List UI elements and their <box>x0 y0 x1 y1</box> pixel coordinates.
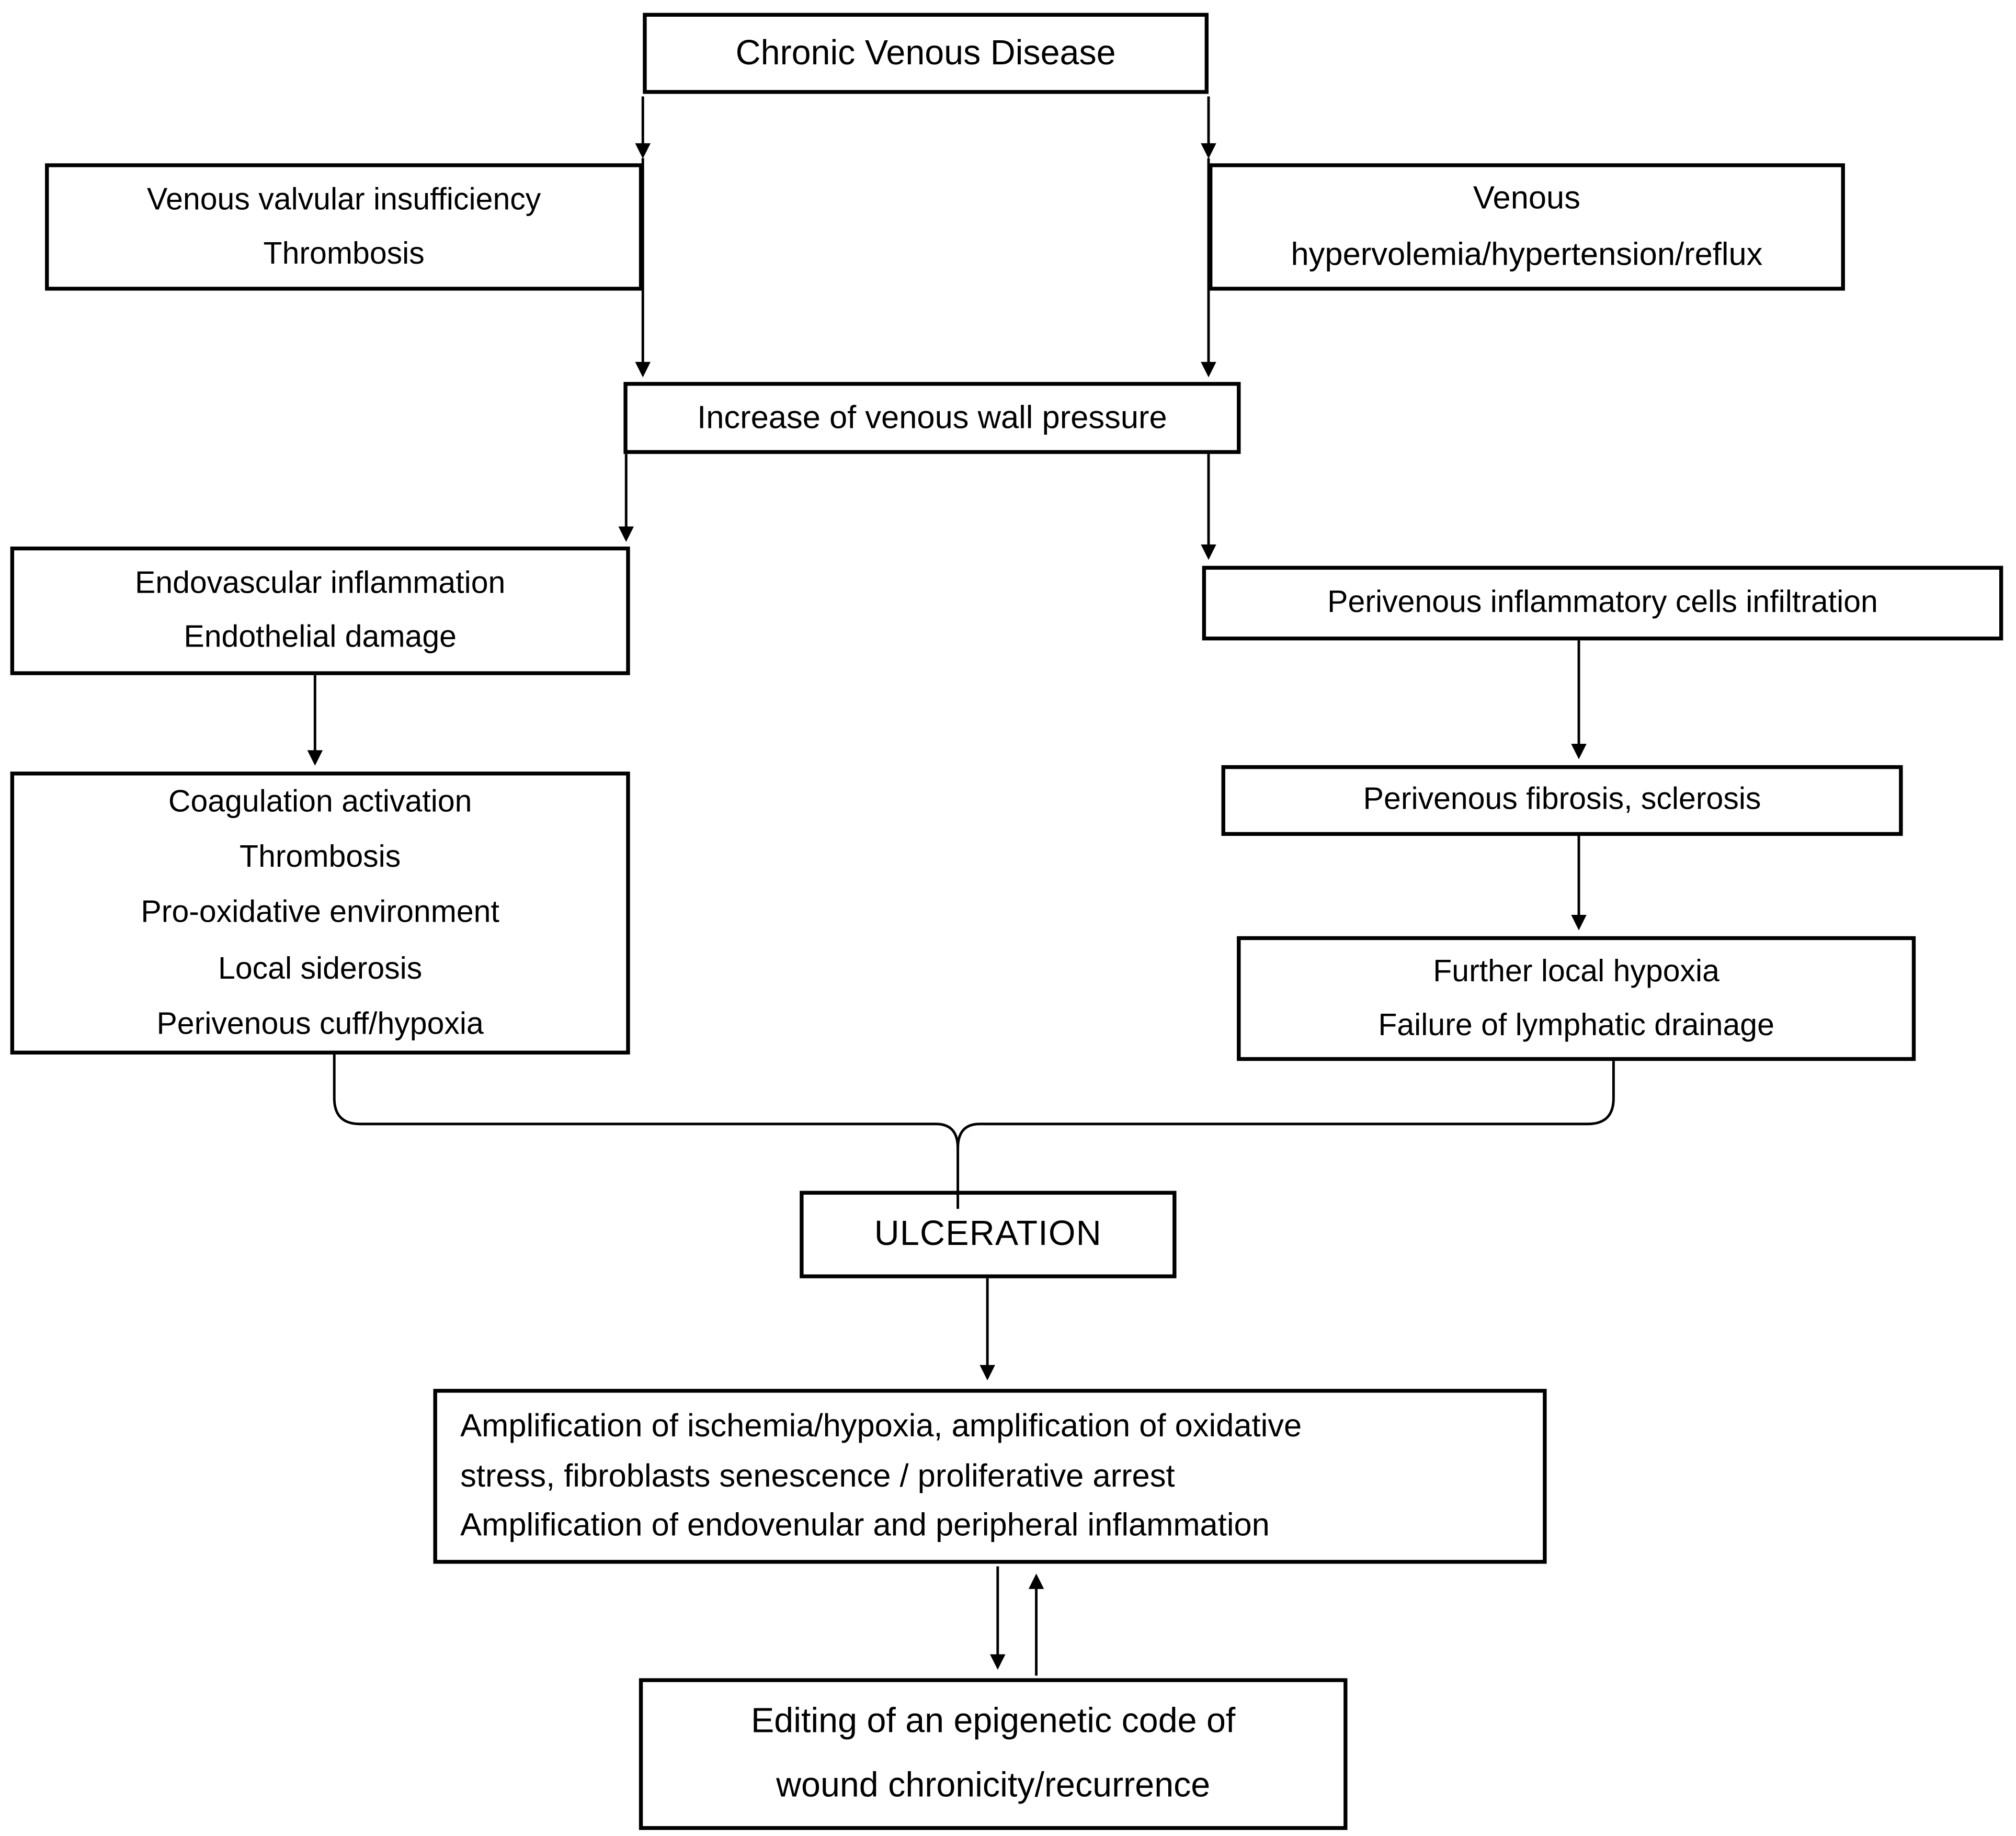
node-text-line: hypervolemia/hypertension/reflux <box>1291 236 1763 272</box>
node-perivenous-inflammatory-infiltration: Perivenous inflammatory cells infiltrati… <box>1202 565 2003 641</box>
node-text-line: Perivenous inflammatory cells infiltrati… <box>1327 585 1878 620</box>
node-venous-hypervolemia: Venous hypervolemia/hypertension/reflux <box>1208 163 1845 291</box>
node-text-line: Local siderosis <box>218 951 423 986</box>
connector-coagulation-to-junction <box>333 1054 960 1149</box>
node-venous-valvular-insufficiency: Venous valvular insufficiency Thrombosis <box>45 163 643 291</box>
node-perivenous-fibrosis-sclerosis: Perivenous fibrosis, sclerosis <box>1221 765 1903 836</box>
node-text-line: Thrombosis <box>240 840 401 875</box>
node-coagulation-activation: Coagulation activation Thrombosis Pro-ox… <box>10 772 630 1055</box>
node-text-line: Increase of venous wall pressure <box>697 400 1167 436</box>
node-text-line: stress, fibroblasts senescence / prolife… <box>460 1458 1175 1494</box>
node-endovascular-inflammation: Endovascular inflammation Endothelial da… <box>10 546 630 675</box>
node-text-line: wound chronicity/recurrence <box>776 1765 1211 1805</box>
node-text-line: Endovascular inflammation <box>134 565 506 601</box>
node-text-line: Amplification of ischemia/hypoxia, ampli… <box>460 1408 1302 1444</box>
node-text-line: Chronic Venous Disease <box>735 33 1116 72</box>
node-increase-venous-wall-pressure: Increase of venous wall pressure <box>623 382 1241 454</box>
node-text-line: Perivenous cuff/hypoxia <box>156 1006 484 1041</box>
node-text-line: Endothelial damage <box>184 619 457 655</box>
node-chronic-venous-disease: Chronic Venous Disease <box>643 13 1209 94</box>
node-further-local-hypoxia: Further local hypoxia Failure of lymphat… <box>1237 936 1916 1061</box>
node-text-line: Editing of an epigenetic code of <box>751 1701 1236 1740</box>
node-amplification: Amplification of ischemia/hypoxia, ampli… <box>433 1389 1547 1564</box>
node-text-line: Thrombosis <box>263 236 425 271</box>
node-text-line: Pro-oxidative environment <box>141 896 499 931</box>
node-text-line: ULCERATION <box>874 1214 1102 1253</box>
node-text-line: Venous <box>1473 179 1580 216</box>
node-epigenetic-code-editing: Editing of an epigenetic code of wound c… <box>639 1678 1348 1830</box>
node-text-line: Failure of lymphatic drainage <box>1378 1007 1774 1042</box>
node-text-line: Amplification of endovenular and periphe… <box>460 1508 1270 1544</box>
node-text-line: Perivenous fibrosis, sclerosis <box>1363 782 1761 817</box>
connector-hypoxia-to-junction <box>956 1061 1615 1149</box>
node-text-line: Further local hypoxia <box>1433 953 1719 989</box>
node-text-line: Venous valvular insufficiency <box>146 182 541 217</box>
node-ulceration: ULCERATION <box>800 1191 1177 1278</box>
node-text-line: Coagulation activation <box>168 784 472 820</box>
